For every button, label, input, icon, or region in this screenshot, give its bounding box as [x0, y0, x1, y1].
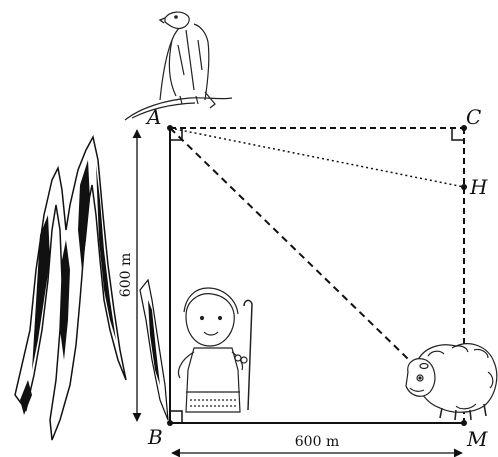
point-A-dot: [167, 125, 173, 131]
point-C-label: C: [466, 105, 481, 129]
eagle-icon: [124, 11, 233, 121]
right-angle-C: [451, 128, 464, 141]
point-B-dot: [167, 420, 173, 426]
dimension-label-horizontal: 600 m: [295, 434, 339, 450]
dimension-label-vertical: 600 m: [118, 253, 134, 297]
right-angle-A: [170, 128, 183, 141]
segment-AM: [169, 127, 439, 389]
point-M-label: M: [466, 427, 488, 451]
shepherdess-icon: [177, 287, 253, 413]
point-H-label: H: [469, 175, 488, 199]
right-angle-B: [170, 410, 183, 423]
segment-AH: [169, 127, 465, 188]
point-H-dot: [461, 184, 467, 190]
point-B-label: B: [147, 425, 163, 449]
point-M-dot: [461, 420, 467, 426]
mountain-cliff-icon: [14, 134, 169, 441]
sheep-icon: [405, 343, 498, 421]
point-C-dot: [461, 125, 467, 131]
